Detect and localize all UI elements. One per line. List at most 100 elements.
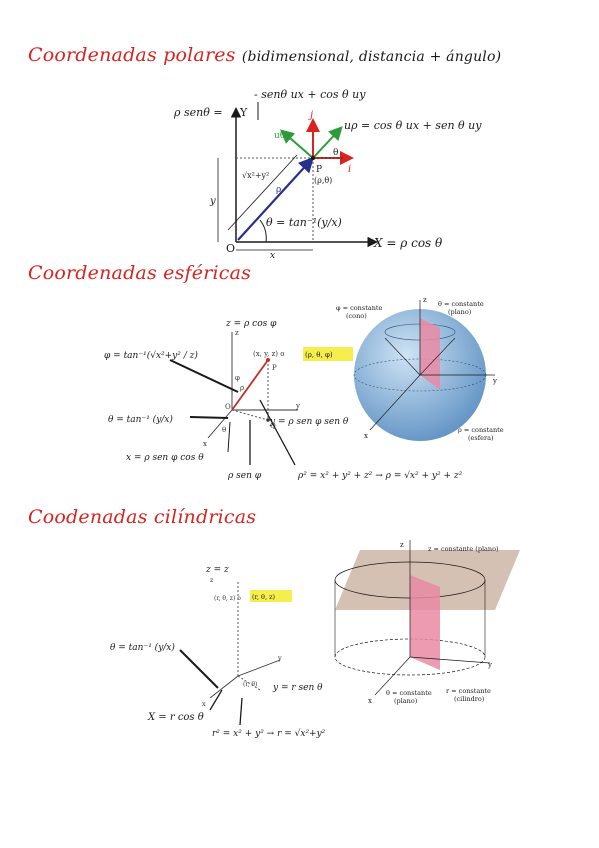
sph-phi-leader bbox=[169, 359, 239, 393]
cyl-z-equation: z = z bbox=[205, 565, 229, 575]
cyl-z-plane bbox=[335, 550, 520, 610]
cyl-fig-x-label: x bbox=[368, 697, 372, 705]
cyl-z-small: z bbox=[210, 577, 213, 584]
cyl-x-axis-label: x bbox=[202, 700, 206, 708]
polar-diagram: - senθ ux + cos θ uy ρ senθ = Y uρ = cos… bbox=[173, 88, 482, 261]
cyl-y-equation: y = r sen θ bbox=[272, 683, 323, 693]
cyl-x-equation: X = r cos θ bbox=[147, 712, 204, 723]
sphere-figure: z y x φ = constante (cono) θ = constante… bbox=[336, 296, 504, 442]
sph-origin: O bbox=[225, 403, 231, 411]
spherical-diagram: z = ρ cos φ z φ = tan⁻¹(√x²+y² / z) (x, … bbox=[104, 319, 463, 481]
sph-x-leader bbox=[227, 421, 231, 453]
sph-rho-small: ρ bbox=[240, 384, 244, 392]
sph-phi-small: φ bbox=[235, 374, 240, 382]
sph-rho-leader bbox=[259, 399, 296, 466]
sphere-x-axis bbox=[369, 374, 421, 431]
sphere-z-label: z bbox=[423, 296, 427, 304]
spherical-title: Coordenadas esféricas bbox=[28, 262, 252, 284]
cyl-r-leader bbox=[239, 697, 243, 726]
cyl-y-axis-label: y bbox=[277, 654, 282, 662]
sph-OP-vector bbox=[231, 359, 269, 411]
sphere-theta-plane bbox=[420, 318, 440, 390]
sphere-phi-const-sub: (cono) bbox=[346, 312, 367, 320]
sph-y-equation: y = ρ sen φ sen θ bbox=[269, 417, 349, 427]
polar-rho-label: ρ bbox=[276, 185, 281, 195]
sph-z-equation: z = ρ cos φ bbox=[225, 319, 277, 329]
sph-y-axis-label: y bbox=[295, 402, 300, 410]
cyl-y-axis bbox=[237, 659, 281, 677]
sphere-y-label: y bbox=[492, 377, 497, 385]
polar-y-axis-label: Y bbox=[239, 106, 248, 119]
polar-title: Coordenadas polares bbox=[28, 44, 236, 66]
sph-z-axis-label: z bbox=[235, 329, 239, 337]
polar-radius-vector bbox=[237, 156, 314, 241]
cyl-point-highlight-bg bbox=[250, 590, 292, 602]
u-theta-equation: - senθ ux + cos θ uy bbox=[254, 88, 366, 101]
sphere-x-label: x bbox=[364, 432, 368, 440]
section-heading-spherical: Coordenadas esféricas bbox=[28, 262, 251, 284]
cyl-fig-y-axis bbox=[409, 656, 491, 664]
polar-radius-dim bbox=[227, 154, 298, 231]
u-theta-label: uθ bbox=[274, 131, 285, 141]
sphere-rho-const-sub: (esfera) bbox=[468, 434, 494, 442]
sph-x-axis bbox=[207, 409, 233, 439]
cyl-z-const: z = constante (plano) bbox=[428, 545, 499, 553]
cyl-x-leader bbox=[209, 689, 223, 711]
section-heading-cylindrical: Coodenadas cilíndricas bbox=[28, 506, 256, 528]
polar-subtitle: (bidimensional, distancia + ángulo) bbox=[241, 49, 502, 65]
cyl-rtheta-label: (r, θ) bbox=[243, 681, 257, 688]
i-label: i bbox=[348, 164, 351, 175]
cyl-theta-const-sub: (plano) bbox=[394, 697, 418, 705]
sph-point-label: (x, y, z) o bbox=[253, 350, 284, 358]
cyl-theta-plane bbox=[410, 575, 440, 670]
sph-theta-small: θ bbox=[222, 426, 226, 434]
sph-theta-equation: θ = tan⁻¹ (y/x) bbox=[108, 414, 173, 425]
u-rho-equation: uρ = cos θ ux + sen θ uy bbox=[344, 119, 482, 132]
sph-rhosen-label: ρ sen φ bbox=[227, 471, 262, 481]
sph-phi-equation: φ = tan⁻¹(√x²+y² / z) bbox=[104, 350, 198, 361]
cyl-fig-z-label: z bbox=[400, 541, 404, 549]
cyl-r-equation: r² = x² + y² → r = √x²+y² bbox=[212, 728, 326, 739]
polar-theta-equation: θ = tan⁻¹(y/x) bbox=[266, 216, 342, 229]
sph-point-highlight: (ρ, θ, φ) bbox=[305, 351, 333, 359]
polar-theta-at-P: θ bbox=[333, 148, 338, 158]
polar-P-label: P bbox=[316, 165, 322, 175]
sphere-theta-const-sub: (plano) bbox=[448, 308, 472, 316]
cylindrical-diagram: z = z z (r, θ, z) o (r, θ, z) θ = tan⁻¹ … bbox=[110, 565, 326, 739]
polar-angle-arc bbox=[259, 219, 267, 243]
cyl-theta-equation: θ = tan⁻¹ (y/x) bbox=[110, 642, 175, 653]
section-heading-polar: Coordenadas polares (bidimensional, dist… bbox=[28, 44, 501, 66]
sph-Q-label: Q bbox=[270, 422, 276, 430]
sph-point-highlight-bg bbox=[303, 347, 353, 361]
cyl-point-label: (r, θ, z) o bbox=[214, 595, 241, 602]
cyl-point-highlight: (r, θ, z) bbox=[252, 593, 276, 601]
polar-x-dim-label: x bbox=[270, 251, 275, 261]
cyl-x-axis bbox=[209, 675, 239, 699]
sph-rho-equation: ρ² = x² + y² + z² → ρ = √x² + y² + z² bbox=[297, 470, 463, 481]
rho-sen-label: ρ senθ = bbox=[173, 106, 223, 119]
cyl-r-const-sub: (cilindro) bbox=[454, 695, 485, 703]
sphere-theta-const: θ = constante bbox=[438, 300, 484, 308]
polar-point-coords: (ρ,θ) bbox=[314, 176, 332, 185]
sph-point-P bbox=[266, 358, 270, 362]
cylindrical-title: Coodenadas cilíndricas bbox=[28, 506, 257, 528]
cyl-theta-leader bbox=[179, 649, 219, 689]
sphere-rho-const: ρ = constante bbox=[458, 426, 504, 434]
cyl-r-line bbox=[237, 675, 261, 691]
cyl-theta-const: θ = constante bbox=[386, 689, 432, 697]
sph-OQ bbox=[231, 409, 269, 421]
sphere-cone-right bbox=[419, 337, 456, 376]
cyl-fig-y-label: y bbox=[487, 661, 492, 669]
sph-x-equation: x = ρ sen φ cos θ bbox=[126, 453, 204, 463]
polar-point-P bbox=[310, 155, 316, 161]
u-rho-vector bbox=[312, 126, 343, 159]
polar-x-equation: X = ρ cos θ bbox=[373, 236, 443, 250]
sphere-phi-const: φ = constante bbox=[336, 304, 382, 312]
sph-P-label: P bbox=[272, 364, 277, 372]
cylinder-figure: z z = constante (plano) y x θ = constant… bbox=[334, 540, 520, 705]
cyl-r-const: r = constante bbox=[446, 687, 491, 695]
cyl-fig-x-axis bbox=[374, 656, 411, 696]
sph-theta-leader bbox=[189, 416, 229, 419]
sph-point-Q bbox=[266, 418, 270, 422]
